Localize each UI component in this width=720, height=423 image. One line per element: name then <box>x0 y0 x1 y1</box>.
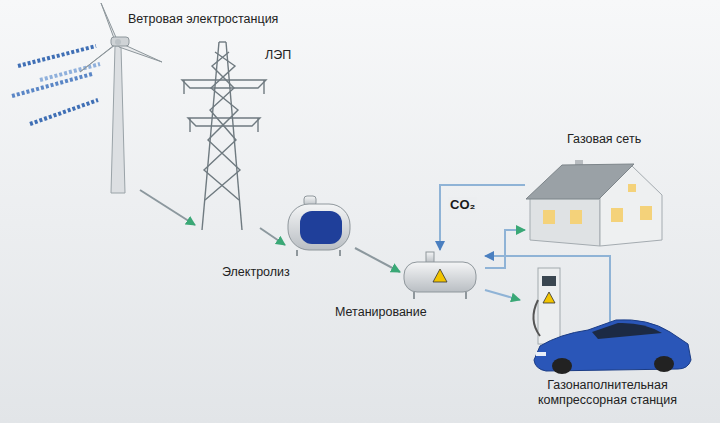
car-wheel <box>654 356 674 372</box>
power-line: ЛЭП <box>195 40 260 230</box>
node-label: Газовая сеть <box>567 132 641 147</box>
node-label: Газонаполнительная компрессорная станция <box>515 378 700 408</box>
warning-sign <box>543 292 555 303</box>
flow-connector <box>485 230 525 268</box>
node-label: Метанирование <box>335 305 427 320</box>
car-wheel <box>552 358 572 374</box>
reactor-pipe <box>426 252 434 263</box>
flow-connector <box>140 190 195 225</box>
window <box>611 208 623 222</box>
turbine-blade <box>101 3 118 42</box>
flow-connector <box>485 256 610 265</box>
node-label: Электролиз <box>222 265 290 280</box>
pylon <box>182 42 266 230</box>
turbine-tower <box>111 46 125 193</box>
car-headlight <box>536 352 546 356</box>
window <box>543 210 555 224</box>
electrolyser-leg <box>339 250 341 256</box>
pylon-leg <box>226 42 242 230</box>
connectors <box>140 185 610 300</box>
turbine-blade <box>80 42 118 72</box>
wind-streaks <box>12 46 100 124</box>
wind-streak <box>30 100 98 124</box>
flow-connector <box>355 248 400 272</box>
reactor-leg <box>413 292 415 299</box>
pylon-top <box>219 41 226 42</box>
warning-sign <box>433 269 447 282</box>
electrolyser-window <box>300 211 342 244</box>
edge-label: CO₂ <box>448 197 477 213</box>
wind-streak <box>40 64 100 80</box>
fuel-pump <box>538 268 560 344</box>
flow-connector <box>260 228 285 245</box>
electrolyser-tank <box>288 204 350 250</box>
pump-hose <box>533 300 540 336</box>
pump-display <box>542 276 556 286</box>
turbine-nacelle <box>111 37 129 46</box>
flow-connector <box>440 185 525 250</box>
window <box>628 184 636 192</box>
node-label: Ветровая электростанция <box>128 12 278 27</box>
filling-station: Газонаполнительная компрессорная станция <box>520 265 695 375</box>
car-window <box>592 323 662 339</box>
reactor-leg <box>465 292 467 299</box>
pylon-arm <box>188 118 260 126</box>
node-label: ЛЭП <box>265 48 291 63</box>
insulator <box>263 80 264 94</box>
turbine-hub <box>115 39 121 45</box>
methanation-reactor: Метанирование <box>400 250 485 300</box>
insulator <box>257 118 258 132</box>
electrolyser-leg <box>296 250 298 256</box>
wind-streak <box>18 46 96 66</box>
window <box>640 206 652 220</box>
flow-connector <box>485 290 520 300</box>
house-roof <box>526 164 634 199</box>
gas-line <box>609 265 611 326</box>
insulator <box>189 118 190 132</box>
electrolyser: Электролиз <box>285 195 355 255</box>
insulator <box>183 80 184 94</box>
gas-network-house: Газовая сеть <box>525 160 665 245</box>
methanation-reactor <box>404 262 476 292</box>
pylon-arm <box>182 80 266 88</box>
house-side-wall <box>530 197 600 246</box>
wind-turbine: Ветровая электростанция <box>95 30 140 195</box>
window <box>570 210 582 224</box>
